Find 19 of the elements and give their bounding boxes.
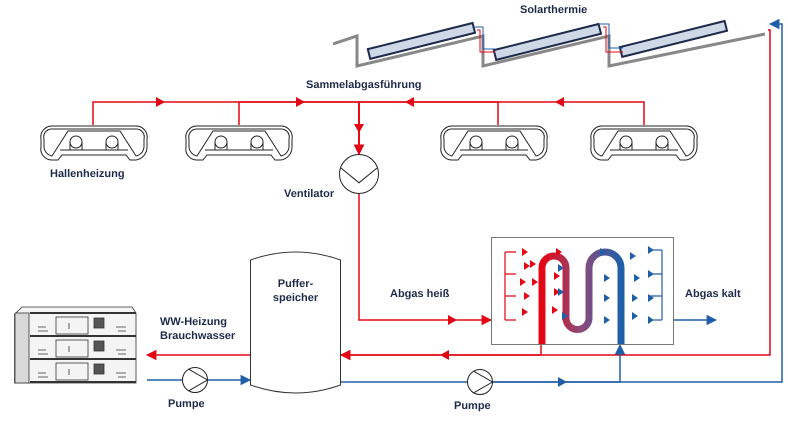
component-label: Pumpe [168,398,206,412]
component-label: Ventilator [284,188,336,202]
component-label: Solarthermie [520,4,588,18]
pipe-connector [146,350,250,360]
pipe-connector [674,314,718,326]
pipe-connector [358,194,492,326]
edge-label: Abgas heiß [388,288,452,302]
pipe-connector [208,374,252,386]
component-label: WW-Heizung Brauchwasser [160,316,236,344]
pipe-label: Sammelabgasführung [306,79,422,93]
component-label: Hallenheizung [50,168,126,182]
pipe-connector [493,18,783,383]
pipe-connector [340,29,771,360]
pipe-connector [341,381,467,383]
component-label: Pumpe [454,400,492,414]
pipe-connector [354,101,645,156]
tank-label: Puffer- speicher [272,278,320,306]
edge-label: Abgas kalt [683,288,743,302]
pipe-connector [147,379,182,381]
